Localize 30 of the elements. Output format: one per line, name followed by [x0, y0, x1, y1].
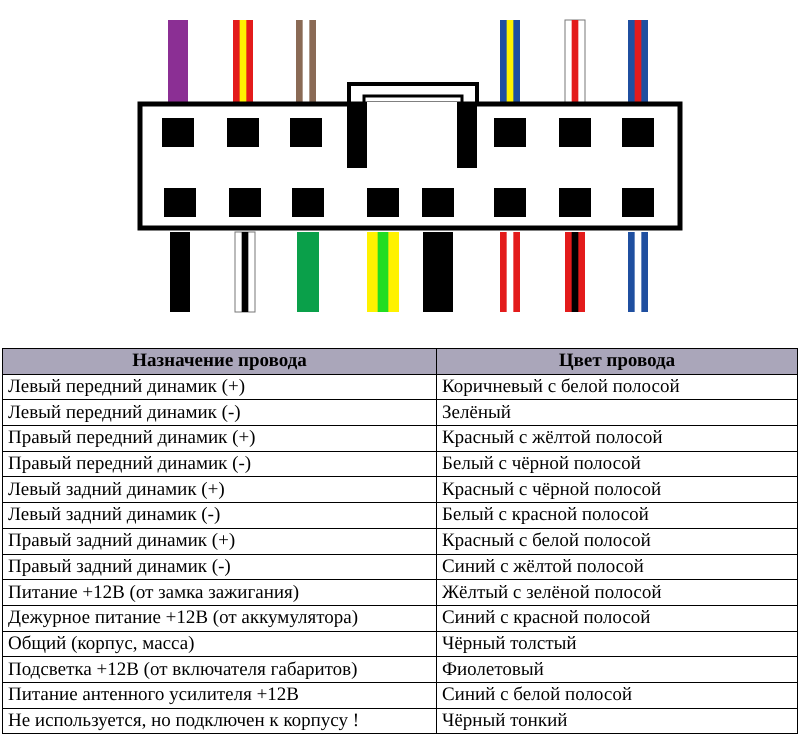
table-cell: Левый передний динамик (+): [2, 374, 436, 400]
table-cell: Синий с белой полосой: [436, 682, 798, 708]
table-cell: Подсветка +12В (от включателя габаритов): [2, 656, 436, 682]
table-cell: Левый задний динамик (-): [2, 502, 436, 528]
table-cell: Синий с жёлтой полосой: [436, 554, 798, 580]
table-cell: Чёрный тонкий: [436, 708, 798, 734]
table-cell: Белый с красной полосой: [436, 502, 798, 528]
table-cell: Жёлтый с зелёной полосой: [436, 580, 798, 606]
table-cell: Фиолетовый: [436, 656, 798, 682]
table-cell: Левый передний динамик (-): [2, 400, 436, 426]
table-cell: Красный с жёлтой полосой: [436, 426, 798, 452]
table-cell: Левый задний динамик (+): [2, 476, 436, 503]
table-cell: Правый передний динамик (+): [2, 426, 436, 452]
table-cell: Правый передний динамик (-): [2, 451, 436, 477]
column-header: Цвет провода: [436, 348, 798, 374]
table-cell: Правый задний динамик (-): [2, 554, 436, 580]
table-cell: Красный с чёрной полосой: [436, 476, 798, 503]
table-cell: Синий с красной полосой: [436, 605, 798, 632]
table-cell: Красный с белой полосой: [436, 528, 798, 554]
table-cell: Общий (корпус, масса): [2, 631, 436, 657]
table-cell: Не используется, но подключен к корпусу !: [2, 708, 436, 734]
table-cell: Правый задний динамик (+): [2, 528, 436, 554]
table-cell: Питание антенного усилителя +12В: [2, 682, 436, 708]
table-cell: Коричневый с белой полосой: [436, 374, 798, 400]
table-cell: Чёрный толстый: [436, 631, 798, 657]
column-header: Назначение провода: [2, 348, 436, 374]
table-cell: Питание +12В (от замка зажигания): [2, 580, 436, 606]
table-cell: Зелёный: [436, 400, 798, 426]
table-cell: Белый с чёрной полосой: [436, 451, 798, 477]
table-cell: Дежурное питание +12В (от аккумулятора): [2, 605, 436, 632]
